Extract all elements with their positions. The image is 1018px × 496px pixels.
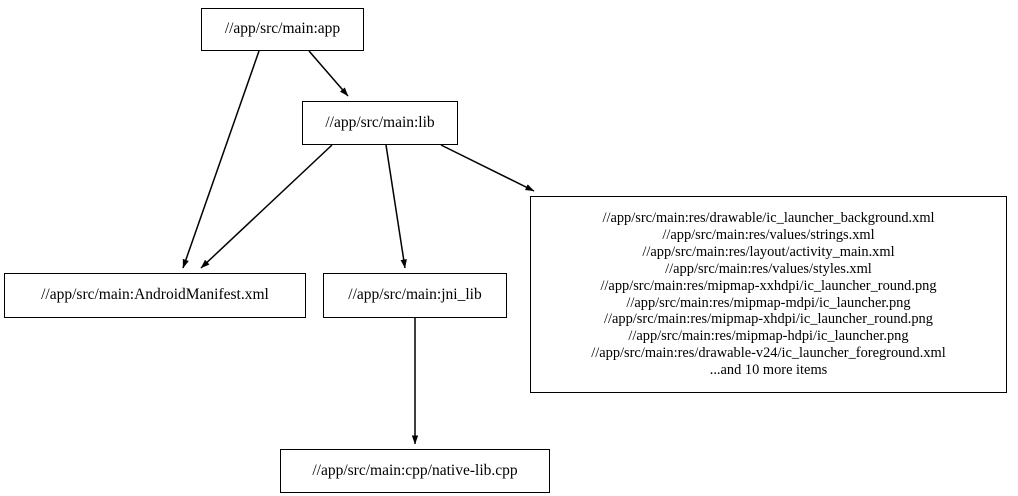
node-jni-lib-label: //app/src/main:jni_lib [348,286,482,304]
node-native-lib-cpp-label: //app/src/main:cpp/native-lib.cpp [312,461,518,479]
node-android-manifest[interactable]: //app/src/main:AndroidManifest.xml [4,273,306,318]
edge-lib-to-manifest [200,144,333,269]
edge-lib-to-jni-lib [385,144,407,269]
node-lib-label: //app/src/main:lib [325,113,435,131]
node-android-manifest-label: //app/src/main:AndroidManifest.xml [41,286,269,304]
edge-app-to-lib [308,50,349,97]
node-resources-group-label: //app/src/main:res/drawable/ic_launcher_… [591,209,946,379]
node-resources-group[interactable]: //app/src/main:res/drawable/ic_launcher_… [530,196,1007,393]
node-app[interactable]: //app/src/main:app [201,8,364,51]
edge-app-to-manifest [182,50,260,269]
node-lib[interactable]: //app/src/main:lib [302,101,458,145]
node-app-label: //app/src/main:app [224,20,341,38]
node-jni-lib[interactable]: //app/src/main:jni_lib [323,273,507,318]
node-native-lib-cpp[interactable]: //app/src/main:cpp/native-lib.cpp [280,449,550,493]
edge-lib-to-resources [440,144,535,192]
